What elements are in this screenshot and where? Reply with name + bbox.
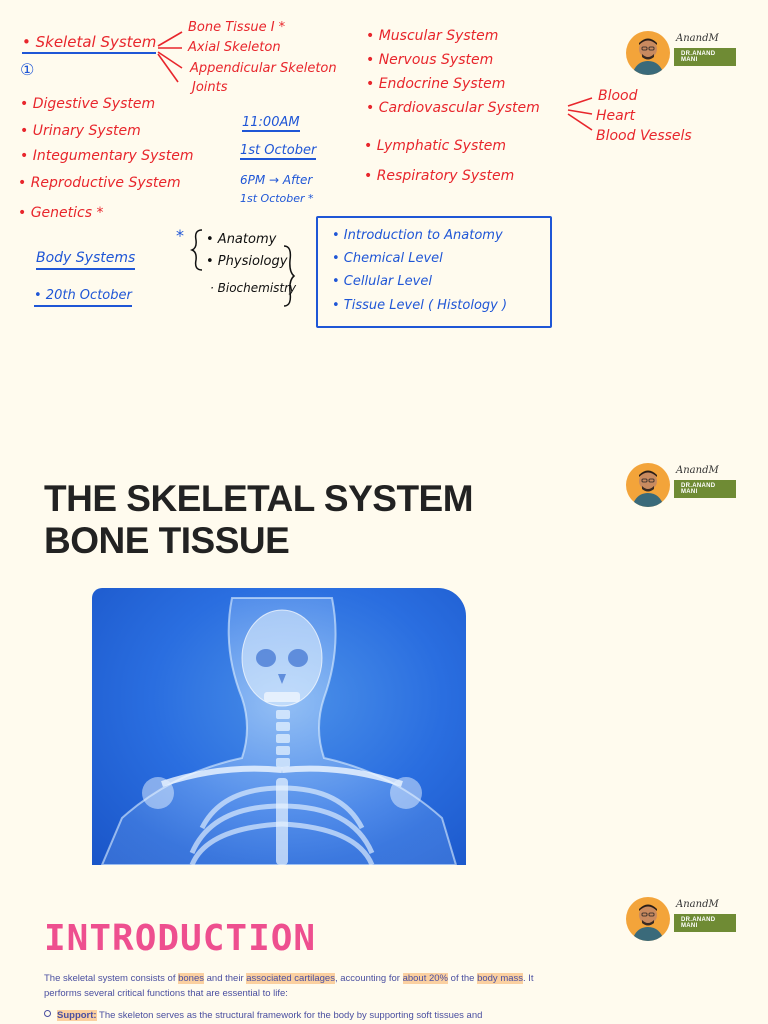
- note-right-item: • Nervous System: [366, 52, 494, 68]
- note-ap-item: · Biochemistry: [210, 281, 297, 295]
- brand-label: DR.ANAND MANI: [674, 914, 736, 932]
- note-date1: 1st October: [240, 143, 317, 160]
- note-right-item2: • Respiratory System: [364, 168, 515, 184]
- para-text: . It performs several critical functions…: [44, 973, 534, 999]
- topic-item: • Cellular Level: [332, 274, 432, 289]
- note-ap-item: • Physiology: [206, 254, 288, 269]
- brand-logo: AnandM DR.ANAND MANI: [626, 463, 736, 511]
- bullet-icon: [44, 1010, 51, 1017]
- topics-box: • Introduction to Anatomy • Chemical Lev…: [316, 216, 552, 328]
- note-date3: • 20th October: [34, 288, 132, 307]
- note-right-item: • Cardiovascular System: [366, 100, 540, 116]
- note-circled-one: ①: [20, 60, 35, 79]
- note-skeletal-system: • Skeletal System: [22, 33, 157, 54]
- note-appendicular: Appendicular Skeleton: [190, 61, 337, 76]
- para-text: of the: [448, 973, 478, 984]
- signature: AnandM: [676, 465, 719, 476]
- bullet-label: Support:: [57, 1010, 97, 1021]
- para-text: , accounting for: [334, 973, 403, 984]
- title-line-1: THE SKELETAL SYSTEM: [44, 478, 474, 519]
- notes-page: • Skeletal System ① Bone Tissue I * Axia…: [0, 0, 768, 430]
- topic-item: • Introduction to Anatomy: [332, 228, 503, 243]
- note-cardio-branch: Blood Vessels: [596, 128, 692, 144]
- highlight-cartilages: associated cartilages: [246, 973, 335, 984]
- note-cardio-branch: Blood: [598, 88, 638, 104]
- note-bone-tissue: Bone Tissue I *: [188, 20, 286, 35]
- highlight-percent: about 20%: [402, 973, 449, 984]
- brace-left: [189, 228, 204, 277]
- brand-label: DR.ANAND MANI: [674, 480, 736, 498]
- note-left-item: • Genetics *: [18, 205, 104, 221]
- note-six-pm: 6PM → After: [240, 173, 313, 187]
- note-left-item: • Integumentary System: [20, 148, 194, 164]
- page-title: THE SKELETAL SYSTEM BONE TISSUE: [44, 478, 474, 562]
- note-left-item: • Reproductive System: [18, 175, 181, 191]
- note-body-systems: Body Systems: [36, 250, 136, 270]
- support-bullet: Support: The skeleton serves as the stru…: [44, 1008, 544, 1023]
- note-cardio-branch: Heart: [596, 108, 635, 124]
- para-text: The skeletal system consists of: [44, 973, 179, 984]
- intro-paragraph: The skeletal system consists of bones an…: [44, 971, 544, 1001]
- note-joints: Joints: [192, 80, 228, 95]
- note-left-item: • Urinary System: [20, 123, 141, 139]
- bullet-text: The skeleton serves as the structural fr…: [96, 1010, 483, 1021]
- skeleton-image: [92, 588, 466, 865]
- note-left-item: • Digestive System: [20, 96, 156, 112]
- highlight-bones: bones: [178, 973, 204, 984]
- topic-item: • Chemical Level: [332, 251, 443, 266]
- highlight-body-mass: body mass: [477, 973, 524, 984]
- brace-right: [282, 244, 296, 313]
- cardio-arrows: [566, 94, 596, 141]
- brand-label: DR.ANAND MANI: [674, 48, 736, 66]
- brand-logo: AnandM DR.ANAND MANI: [626, 31, 736, 79]
- note-right-item2: • Lymphatic System: [364, 138, 507, 154]
- para-text: and their: [204, 973, 247, 984]
- note-axial: Axial Skeleton: [188, 40, 281, 55]
- avatar: [626, 897, 670, 941]
- brace-arrows: [156, 26, 186, 86]
- signature: AnandM: [676, 899, 719, 910]
- note-star: *: [176, 226, 184, 245]
- brand-logo: AnandM DR.ANAND MANI: [626, 897, 736, 945]
- note-date2: 1st October *: [240, 192, 314, 205]
- note-ap-item: • Anatomy: [206, 232, 277, 247]
- avatar: [626, 31, 670, 75]
- note-time: 11:00AM: [242, 115, 300, 132]
- title-line-2: BONE TISSUE: [44, 520, 290, 561]
- avatar: [626, 463, 670, 507]
- note-right-item: • Endocrine System: [366, 76, 506, 92]
- topic-item: • Tissue Level ( Histology ): [332, 298, 508, 313]
- section-heading: INTRODUCTION: [44, 918, 317, 959]
- signature: AnandM: [676, 33, 719, 44]
- note-right-item: • Muscular System: [366, 28, 499, 44]
